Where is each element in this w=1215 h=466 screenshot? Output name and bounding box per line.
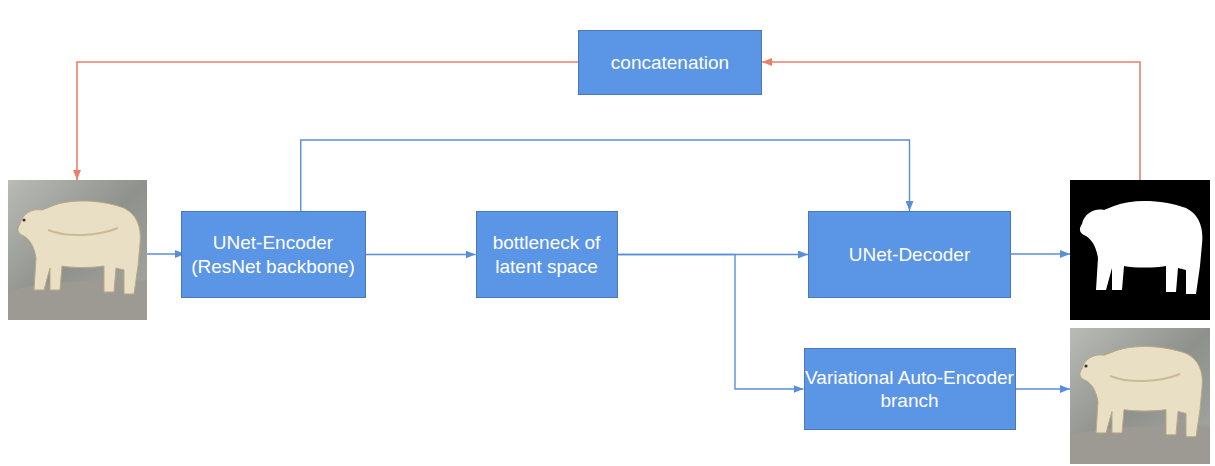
output-arrow bbox=[1011, 253, 1070, 254]
segmentation-mask bbox=[1070, 180, 1210, 320]
decoder-box: UNet-Decoder bbox=[808, 211, 1011, 298]
node-text-group: UNet-Decoder bbox=[849, 243, 970, 266]
mask-background bbox=[1070, 180, 1210, 320]
flow-arrow bbox=[618, 255, 804, 390]
node-text-group: UNet-Encoder (ResNet backbone) bbox=[182, 231, 365, 277]
fur-shading bbox=[1110, 374, 1180, 381]
operation-box: concatenation bbox=[578, 30, 762, 95]
input-photo bbox=[8, 180, 147, 320]
node-label: UNet-Encoder (ResNet backbone) bbox=[182, 231, 365, 277]
skip-connection bbox=[301, 140, 910, 211]
node-label: Variational Auto-Encoder branch bbox=[805, 366, 1015, 412]
node-text-group: bottleneck of latent space bbox=[477, 231, 617, 277]
input-arrow bbox=[147, 253, 185, 254]
encoder-box: UNet-Encoder (ResNet backbone) bbox=[181, 211, 366, 298]
vae-branch-box: Variational Auto-Encoder branch bbox=[804, 348, 1016, 430]
node-label: UNet-Decoder bbox=[849, 243, 970, 266]
bear-eye bbox=[22, 218, 25, 221]
reconstructed-photo bbox=[1070, 328, 1210, 464]
bottleneck-box: bottleneck of latent space bbox=[476, 211, 618, 298]
polar-bear bbox=[18, 201, 140, 294]
node-label: concatenation bbox=[611, 51, 729, 74]
mask-silhouette bbox=[1080, 201, 1202, 294]
photo-background bbox=[1070, 328, 1210, 464]
flow-arrow bbox=[366, 254, 476, 255]
feedback-arrow bbox=[77, 62, 578, 180]
polar-bear bbox=[1080, 346, 1202, 436]
fur-shading bbox=[48, 228, 118, 235]
node-text-group: concatenation bbox=[611, 51, 729, 74]
bear-eye bbox=[1084, 364, 1087, 367]
node-label: bottleneck of latent space bbox=[477, 231, 617, 277]
feedback-arrow bbox=[762, 62, 1140, 180]
output-arrow bbox=[1011, 388, 1070, 389]
node-text-group: Variational Auto-Encoder branch bbox=[805, 366, 1015, 412]
photo-background bbox=[8, 180, 147, 320]
